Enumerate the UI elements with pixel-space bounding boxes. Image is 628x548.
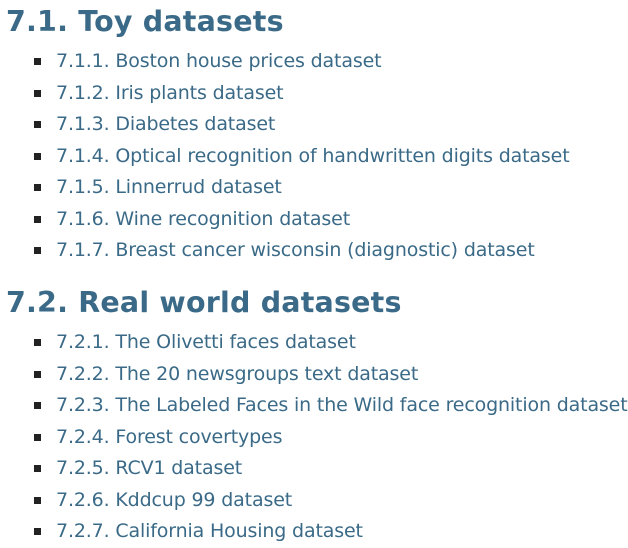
- list-item: 7.2.2. The 20 newsgroups text dataset: [0, 359, 628, 391]
- link-7-2-6[interactable]: 7.2.6. Kddcup 99 dataset: [56, 488, 293, 511]
- link-7-2-2[interactable]: 7.2.2. The 20 newsgroups text dataset: [56, 362, 419, 385]
- bullet-icon: [34, 370, 41, 378]
- link-7-2-3[interactable]: 7.2.3. The Labeled Faces in the Wild fac…: [56, 394, 628, 416]
- bullet-icon: [34, 465, 41, 472]
- bullet-icon: [34, 121, 41, 128]
- toy-datasets-list: 7.1.1. Boston house prices dataset 7.1.2…: [0, 46, 570, 267]
- link-7-1-2[interactable]: 7.1.2. Iris plants dataset: [56, 81, 284, 104]
- link-7-2-1[interactable]: 7.2.1. The Olivetti faces dataset: [56, 331, 356, 353]
- link-7-2-5[interactable]: 7.2.5. RCV1 dataset: [56, 457, 243, 479]
- link-7-2-7[interactable]: 7.2.7. California Housing dataset: [56, 520, 363, 542]
- list-item: 7.2.7. California Housing dataset: [0, 516, 628, 548]
- link-7-1-4[interactable]: 7.1.4. Optical recognition of handwritte…: [56, 144, 570, 167]
- bullet-icon: [34, 89, 41, 97]
- bullet-icon: [34, 152, 41, 160]
- bullet-icon: [34, 433, 41, 441]
- bullet-icon: [34, 528, 41, 535]
- link-7-2-4[interactable]: 7.2.4. Forest covertypes: [56, 425, 283, 448]
- list-item: 7.1.6. Wine recognition dataset: [0, 204, 570, 236]
- list-item: 7.1.7. Breast cancer wisconsin (diagnost…: [0, 235, 570, 267]
- link-7-1-5[interactable]: 7.1.5. Linnerrud dataset: [56, 176, 282, 198]
- list-item: 7.2.4. Forest covertypes: [0, 422, 628, 454]
- list-item: 7.1.3. Diabetes dataset: [0, 109, 570, 141]
- bullet-icon: [34, 339, 41, 346]
- bullet-icon: [34, 58, 41, 65]
- link-7-1-7[interactable]: 7.1.7. Breast cancer wisconsin (diagnost…: [56, 239, 535, 261]
- list-item: 7.2.6. Kddcup 99 dataset: [0, 485, 628, 517]
- bullet-icon: [34, 184, 41, 191]
- list-item: 7.1.1. Boston house prices dataset: [0, 46, 570, 78]
- list-item: 7.1.4. Optical recognition of handwritte…: [0, 141, 570, 173]
- list-item: 7.2.3. The Labeled Faces in the Wild fac…: [0, 390, 628, 422]
- link-7-1-1[interactable]: 7.1.1. Boston house prices dataset: [56, 50, 382, 72]
- list-item: 7.1.2. Iris plants dataset: [0, 78, 570, 110]
- list-item: 7.2.1. The Olivetti faces dataset: [0, 327, 628, 359]
- real-world-datasets-list: 7.2.1. The Olivetti faces dataset 7.2.2.…: [0, 327, 628, 548]
- list-item: 7.1.5. Linnerrud dataset: [0, 172, 570, 204]
- bullet-icon: [34, 496, 41, 504]
- bullet-icon: [34, 215, 41, 223]
- section-title-toy-datasets: 7.1. Toy datasets: [6, 5, 284, 38]
- link-7-1-6[interactable]: 7.1.6. Wine recognition dataset: [56, 207, 350, 230]
- bullet-icon: [34, 247, 41, 254]
- list-item: 7.2.5. RCV1 dataset: [0, 453, 628, 485]
- link-7-1-3[interactable]: 7.1.3. Diabetes dataset: [56, 113, 276, 135]
- bullet-icon: [34, 402, 41, 409]
- section-title-real-world-datasets: 7.2. Real world datasets: [6, 286, 402, 319]
